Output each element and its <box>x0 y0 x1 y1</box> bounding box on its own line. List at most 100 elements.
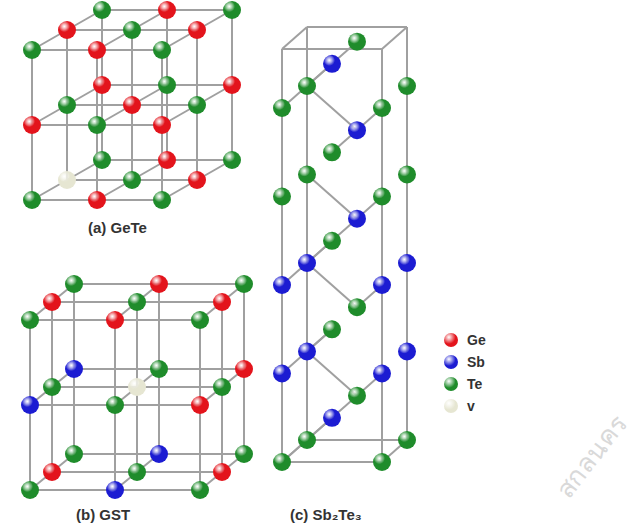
atom <box>188 171 206 189</box>
atom <box>273 453 291 471</box>
structure-label: (b) GST <box>76 506 130 523</box>
legend-text: v <box>467 398 475 414</box>
atom <box>298 254 316 272</box>
bond-line <box>32 199 97 201</box>
bond-line <box>282 329 332 373</box>
atom <box>323 409 341 427</box>
atom <box>150 360 168 378</box>
bond-line <box>243 284 245 369</box>
bond-line <box>73 284 75 369</box>
atom <box>348 387 366 405</box>
bond-line <box>282 64 332 108</box>
atom <box>43 293 61 311</box>
structure-label: (c) Sb₂Te₃ <box>290 506 362 523</box>
bond-line <box>132 179 197 181</box>
atom <box>323 143 341 161</box>
atom <box>213 293 231 311</box>
bond-line <box>167 84 232 86</box>
atom <box>223 1 241 19</box>
atom <box>93 76 111 94</box>
atom <box>128 463 146 481</box>
atom <box>128 293 146 311</box>
bond-line <box>158 369 160 454</box>
atom <box>213 463 231 481</box>
bond-line <box>114 320 116 405</box>
atom <box>323 232 341 250</box>
atom <box>93 151 111 169</box>
bond-line <box>31 50 33 125</box>
bond-line <box>52 301 137 303</box>
atom <box>191 311 209 329</box>
atom <box>348 298 366 316</box>
atom <box>43 463 61 481</box>
atom <box>65 360 83 378</box>
bond-line <box>32 124 97 126</box>
atom <box>88 116 106 134</box>
atom <box>373 453 391 471</box>
bond-line <box>66 105 68 180</box>
atom <box>150 445 168 463</box>
watermark: สกลนคร <box>545 406 634 508</box>
atom <box>21 396 39 414</box>
atom <box>235 360 253 378</box>
atom <box>235 275 253 293</box>
atom <box>298 431 316 449</box>
legend-swatch <box>444 399 458 413</box>
bond-line <box>307 26 407 28</box>
bond-line <box>115 489 200 491</box>
bond-line <box>67 104 132 106</box>
atom <box>65 445 83 463</box>
bond-line <box>307 175 357 219</box>
atom <box>398 166 416 184</box>
atom <box>88 41 106 59</box>
bond-line <box>29 320 31 405</box>
atom <box>123 96 141 114</box>
atom <box>373 99 391 117</box>
atom <box>223 76 241 94</box>
bond-line <box>131 30 133 105</box>
atom <box>373 365 391 383</box>
atom <box>191 481 209 499</box>
atom <box>43 378 61 396</box>
atom <box>21 311 39 329</box>
bond-line <box>137 301 222 303</box>
bond-line <box>115 319 200 321</box>
bond-line <box>131 105 133 180</box>
bond-line <box>74 283 159 285</box>
bond-line <box>132 29 197 31</box>
bond-line <box>282 461 382 463</box>
bond-line <box>67 29 132 31</box>
bond-line <box>282 48 382 50</box>
bond-line <box>282 241 332 285</box>
atom <box>150 275 168 293</box>
bond-line <box>115 404 200 406</box>
atom <box>58 171 76 189</box>
atom <box>373 188 391 206</box>
atom <box>65 275 83 293</box>
bond-line <box>307 439 407 441</box>
atom <box>106 481 124 499</box>
atom <box>273 99 291 117</box>
atom <box>58 96 76 114</box>
bond-line <box>137 471 222 473</box>
bond-line <box>30 319 115 321</box>
bond-line <box>167 9 232 11</box>
bond-line <box>102 159 167 161</box>
legend-swatch <box>444 355 458 369</box>
atom <box>348 33 366 51</box>
bond-line <box>307 86 357 130</box>
atom <box>106 396 124 414</box>
bond-line <box>102 9 167 11</box>
atom <box>348 210 366 228</box>
bond-line <box>137 386 222 388</box>
bond-line <box>136 387 138 472</box>
bond-line <box>199 405 201 490</box>
atom <box>158 151 176 169</box>
atom <box>188 96 206 114</box>
bond-line <box>282 418 332 462</box>
atom <box>23 41 41 59</box>
atom <box>93 1 111 19</box>
bond-line <box>136 302 138 387</box>
atom <box>123 171 141 189</box>
bond-line <box>231 10 233 85</box>
